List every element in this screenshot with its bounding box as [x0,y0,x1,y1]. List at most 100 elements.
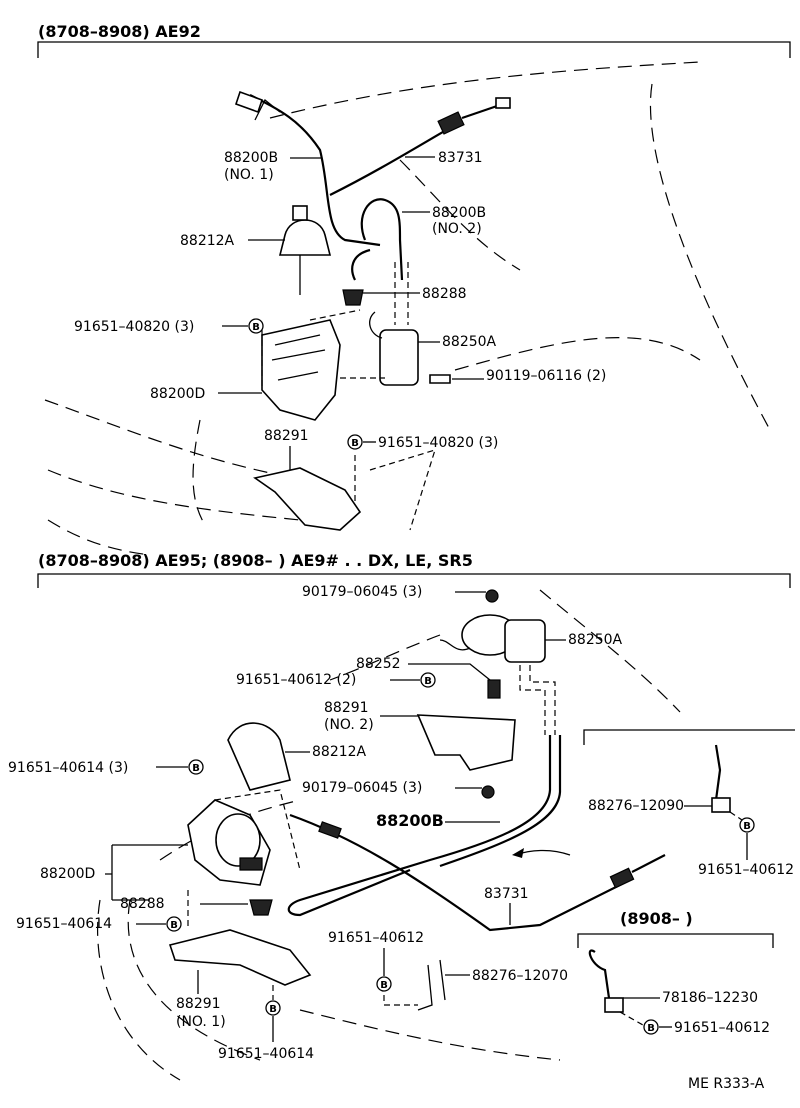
label-88200D-b: 88200D [40,866,95,882]
hose-88200B-no2 [360,198,404,281]
label-91651-40614-b: 91651–40614 [218,1046,314,1062]
actuator-88200D-detail [271,334,326,381]
svg-text:B: B [252,322,260,333]
label-88212A: 88212A [180,233,235,249]
body-outline-b5 [299,1009,561,1061]
inset-right-bracket [583,729,795,745]
bolt-marker-icon: B [347,434,363,450]
body-outline-bottom [47,519,151,556]
label-88200B-no2: 88200B [432,205,486,221]
actuator-88200D-b-port [239,857,263,871]
label-91651-40612-2: 91651–40612 (2) [236,672,356,688]
assembly-dash-6 [369,449,436,531]
body-outline-panel [454,337,701,371]
body-outline-b2 [329,634,441,681]
body-outline-low [47,469,301,521]
label-91651-40614-3: 91651–40614 (3) [8,760,128,776]
body-outline-inner [399,159,521,271]
cable-83731 [329,124,456,196]
label-88212A-b: 88212A [312,744,367,760]
cable-end-cap [495,97,511,109]
label-88291: 88291 [264,428,309,444]
hose-branch [351,248,371,281]
assembly-dash-b7 [619,1011,644,1026]
label-88252: 88252 [356,656,401,672]
label-91651-40612-m: 91651–40612 [328,930,424,946]
svg-text:B: B [170,920,178,931]
assembly-dash-b3 [214,789,301,871]
body-outline-mid [44,399,341,486]
vsv-88288 [342,289,364,306]
bracket-88291 [253,467,362,531]
svg-text:B: B [424,676,432,687]
top-section-bracket [37,41,791,58]
leader-88200D-b [105,844,188,901]
label-88276-12070: 88276–12070 [472,968,568,984]
label-88288: 88288 [422,286,467,302]
bracket-78186-12230-plate [604,997,624,1013]
cable-83731-b-fitting [318,821,342,839]
label-90119-06116: 90119–06116 (2) [486,368,606,384]
bracket-88212A [278,219,332,256]
bracket-88276-12070 [417,959,446,1011]
cable-end [461,103,501,120]
svg-text:B: B [647,1023,655,1034]
inset-lower-bracket [577,933,774,948]
body-outline-b3 [97,899,181,1081]
label-91651-40612-inset: 91651–40612 [674,1020,770,1036]
label-91651-40820-3a: 91651–40820 (3) [74,319,194,335]
label-83731: 83731 [438,150,483,166]
label-88250A-b: 88250A [568,632,623,648]
assembly-dash-b4 [383,995,418,1006]
svg-text:B: B [380,980,388,991]
vacuum-pump-88250A [379,329,419,386]
label-88276-12090: 88276–12090 [588,798,684,814]
bracket-88276-12090-plate [711,797,731,813]
assembly-dash-3 [309,309,361,321]
cable-end-fitting [437,111,465,135]
body-outline-b1 [539,589,681,713]
nut-90179-06045-a [485,589,499,603]
top-section-header: (8708–8908) AE92 [38,22,201,41]
label-83731-b: 83731 [484,886,529,902]
label-88200D: 88200D [150,386,205,402]
bracket-88291-no2 [416,714,516,771]
cable-83731-b-end [609,867,635,889]
label-78186-12230: 78186–12230 [662,990,758,1006]
assembly-dash-b1 [519,665,556,735]
svg-text:B: B [269,1004,277,1015]
bracket-88212A-top [292,205,308,221]
bolt-90119-06116 [429,374,451,384]
svg-text:B: B [351,438,359,449]
assembly-dash-b5 [729,811,743,821]
label-88250A: 88250A [442,334,497,350]
label-90179-06045-a: 90179–06045 (3) [302,584,422,600]
leader-88252 [408,663,491,681]
label-88291-no2-sub: (NO. 2) [324,717,374,733]
bolt-marker-icon: B [248,318,264,334]
figure-reference: ME R333-A [688,1076,765,1092]
label-90179-06045-b: 90179–06045 (3) [302,780,422,796]
bottom-section: (8708–8908) AE95; (8908– ) AE9# . . DX, … [8,551,795,1081]
bolt-marker-icon: B [188,759,204,775]
hose-88200B-b [287,735,552,917]
actuator-88200D [261,319,341,421]
label-88200B-no1: 88200B [224,150,278,166]
bolt-marker-icon: B [166,916,182,932]
bracket-78186-12230 [588,949,614,1013]
label-88291-no2: 88291 [324,700,369,716]
hose-88200B-b2 [439,735,562,868]
vacuum-pump-b-wire [439,639,471,651]
vsv-88288-b [249,899,273,916]
bracket-88291-no1 [168,929,312,986]
bolt-marker-icon: B [643,1019,659,1035]
svg-text:B: B [192,763,200,774]
hose-end-clip [234,90,264,114]
bolt-marker-icon: B [420,672,436,688]
cable-83731-b [289,813,631,932]
vacuum-pump-wire [369,311,383,339]
bolt-marker-icon: B [376,976,392,992]
label-88200B-b: 88200B [376,811,444,830]
label-91651-40614-l: 91651–40614 [16,916,112,932]
